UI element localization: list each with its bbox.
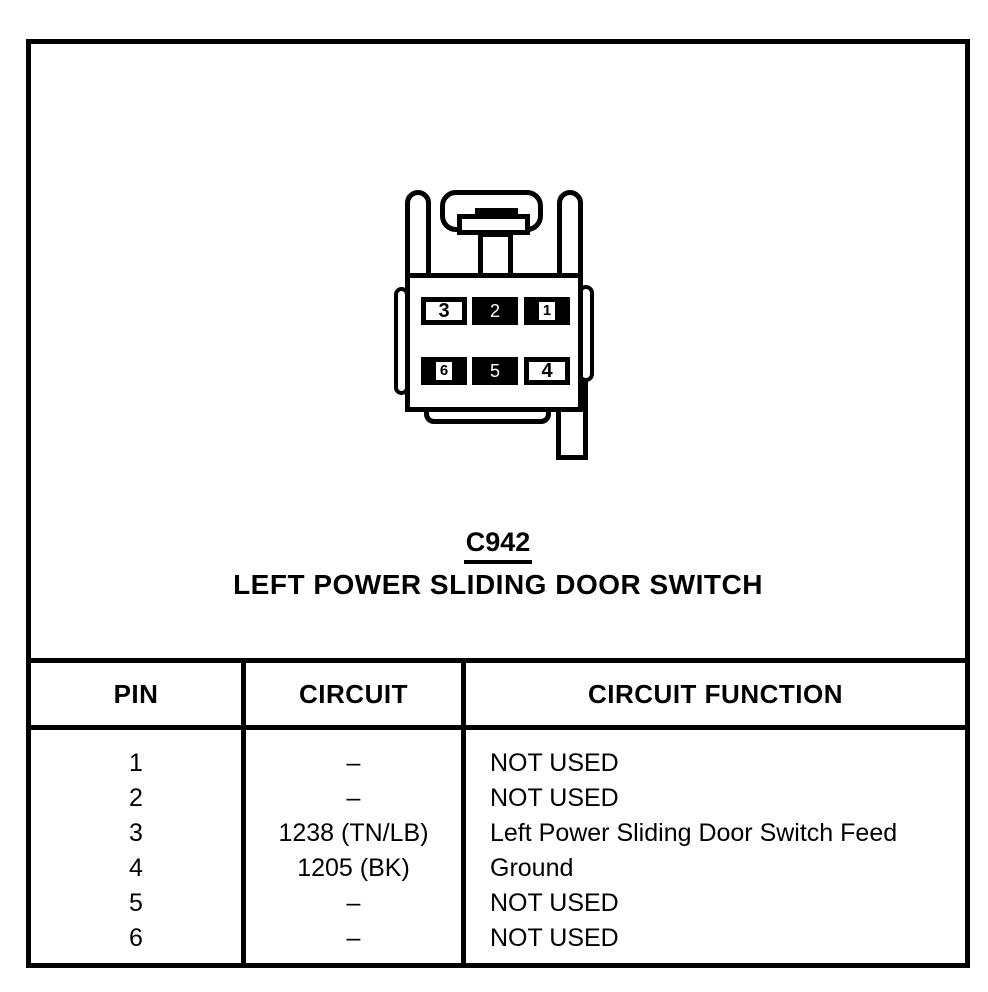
pin-cavity-2: 2 <box>472 297 518 325</box>
connector-id: C942 <box>26 527 970 564</box>
pin-cavity-6-label: 6 <box>435 362 453 380</box>
pin-cavity-5: 5 <box>472 357 518 385</box>
connector-ear-left <box>405 190 431 278</box>
connector-latch-neck <box>478 232 513 278</box>
connector-latch-tab <box>457 214 530 235</box>
connector-title: LEFT POWER SLIDING DOOR SWITCH <box>233 569 763 600</box>
function-cell: NOT USED <box>490 749 619 777</box>
table-header-row: PIN CIRCUIT CIRCUIT FUNCTION <box>31 663 965 730</box>
function-column: NOT USED NOT USED Left Power Sliding Doo… <box>461 730 965 963</box>
pin-cavity-4: 4 <box>524 357 570 385</box>
circuit-column: – – 1238 (TN/LB) 1205 (BK) – – <box>241 730 461 963</box>
connector-id-text: C942 <box>463 527 533 564</box>
pin-cavity-1: 1 <box>524 297 570 325</box>
pin-cell: 6 <box>129 924 143 952</box>
pin-cavity-6: 6 <box>421 357 467 385</box>
function-cell: NOT USED <box>490 784 619 812</box>
table-body: 1 2 3 4 5 6 – – 1238 (TN/LB) 1205 (BK) –… <box>31 730 965 963</box>
pin-cell: 1 <box>129 749 143 777</box>
circuit-cell: – <box>346 749 361 777</box>
pinout-table: PIN CIRCUIT CIRCUIT FUNCTION 1 2 3 4 5 6… <box>26 658 970 968</box>
function-cell: Ground <box>490 854 574 882</box>
circuit-cell: – <box>346 889 361 917</box>
function-cell: NOT USED <box>490 889 619 917</box>
connector-ear-right <box>557 190 583 278</box>
pin-cavity-1-label: 1 <box>538 302 556 320</box>
pin-cavity-3: 3 <box>421 297 467 325</box>
pin-cell: 5 <box>129 889 143 917</box>
circuit-cell: – <box>346 924 361 952</box>
circuit-cell: – <box>346 784 361 812</box>
pin-cell: 2 <box>129 784 143 812</box>
header-circuit-function: CIRCUIT FUNCTION <box>461 663 965 725</box>
circuit-cell: 1238 (TN/LB) <box>278 819 429 847</box>
pin-cell: 3 <box>129 819 143 847</box>
function-cell: Left Power Sliding Door Switch Feed <box>490 819 898 847</box>
pin-column: 1 2 3 4 5 6 <box>31 730 241 963</box>
function-cell: NOT USED <box>490 924 619 952</box>
header-pin: PIN <box>113 678 159 709</box>
header-circuit: CIRCUIT <box>241 663 461 725</box>
connector-body <box>405 273 583 412</box>
pin-cell: 4 <box>129 854 143 882</box>
circuit-cell: 1205 (BK) <box>297 854 410 882</box>
